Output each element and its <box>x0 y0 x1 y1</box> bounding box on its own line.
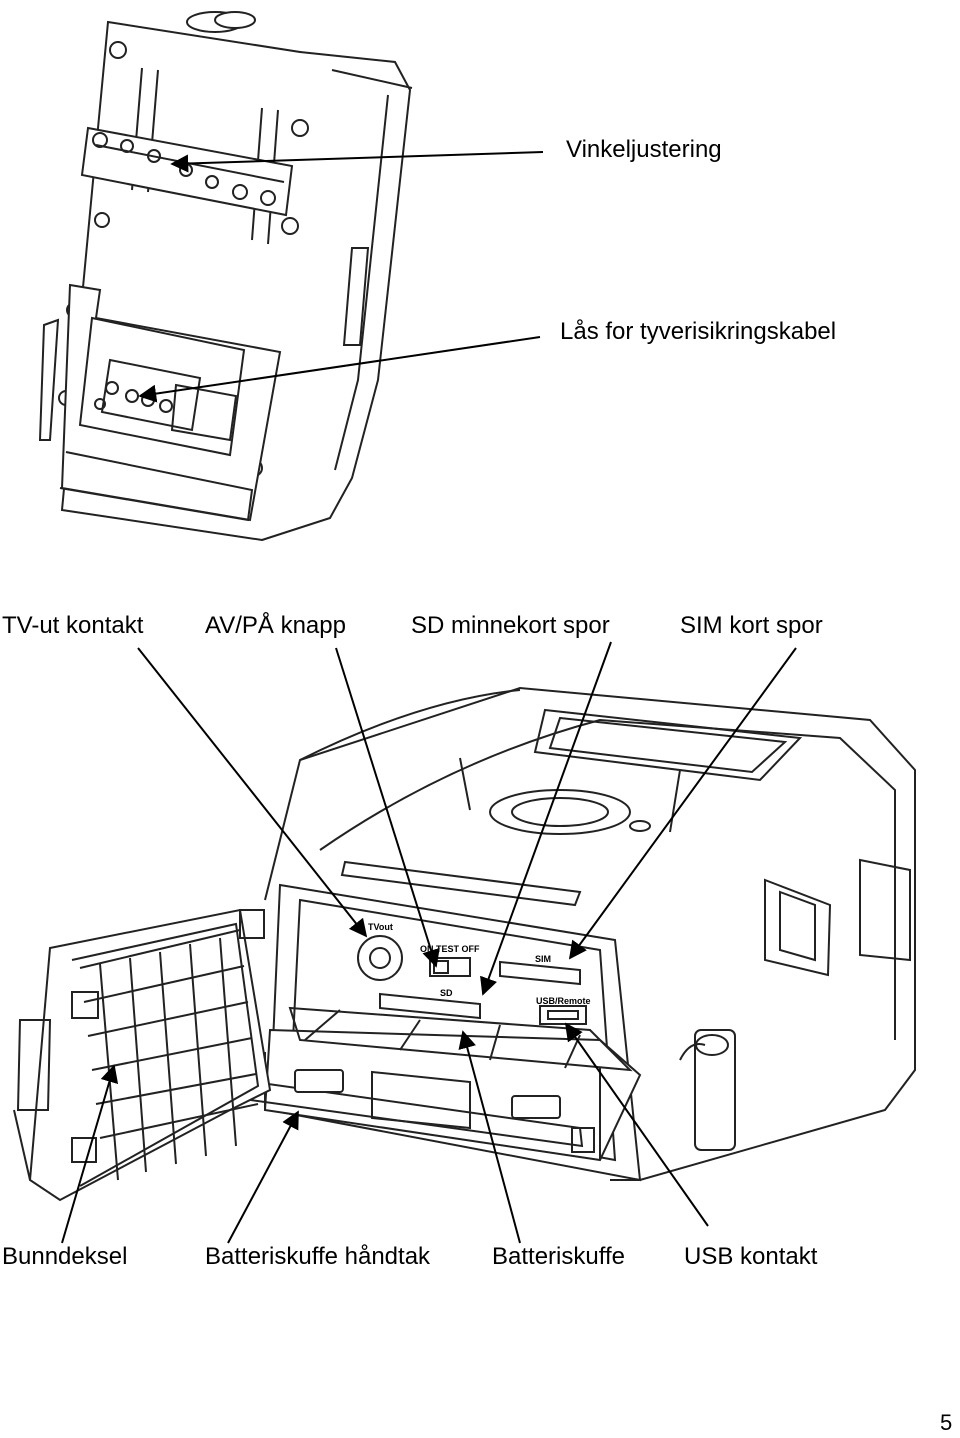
label-sim-card-slot: SIM kort spor <box>680 612 823 639</box>
label-usb-connector: USB kontakt <box>684 1243 818 1270</box>
label-angle-adjustment: Vinkeljustering <box>566 136 722 163</box>
sd-marking: SD <box>440 988 453 998</box>
callout-sim <box>568 647 797 960</box>
callout-lines <box>61 151 797 1244</box>
callout-tray <box>458 1030 521 1244</box>
switch-marking: ON TEST OFF <box>420 944 480 954</box>
callout-cover <box>61 1064 119 1244</box>
label-security-cable-lock: Lås for tyverisikringskabel <box>560 318 837 345</box>
camera-open-drawing <box>13 686 916 1202</box>
callout-sd <box>480 641 612 996</box>
sim-marking: SIM <box>535 954 551 964</box>
camera-back-drawing <box>38 11 413 542</box>
callout-power <box>335 647 440 968</box>
label-tv-out-connector: TV-ut kontakt <box>2 612 144 639</box>
label-power-switch: AV/PÅ knapp <box>205 612 346 639</box>
device-markings: TVout ON TEST OFF SD SIM USB/Remote <box>368 922 591 1006</box>
label-battery-tray-handle: Batteriskuffe håndtak <box>205 1243 431 1270</box>
callout-lock <box>138 336 541 403</box>
callout-angle <box>170 151 544 173</box>
label-sd-card-slot: SD minnekort spor <box>411 612 610 639</box>
usb-marking: USB/Remote <box>536 996 591 1006</box>
callout-handle <box>227 1110 299 1244</box>
label-battery-tray: Batteriskuffe <box>492 1243 625 1270</box>
page-number: 5 <box>940 1410 953 1435</box>
callout-tvout <box>137 647 368 938</box>
tvout-marking: TVout <box>368 922 393 932</box>
callout-usb <box>564 1022 709 1227</box>
label-bottom-cover: Bunndeksel <box>2 1243 128 1270</box>
